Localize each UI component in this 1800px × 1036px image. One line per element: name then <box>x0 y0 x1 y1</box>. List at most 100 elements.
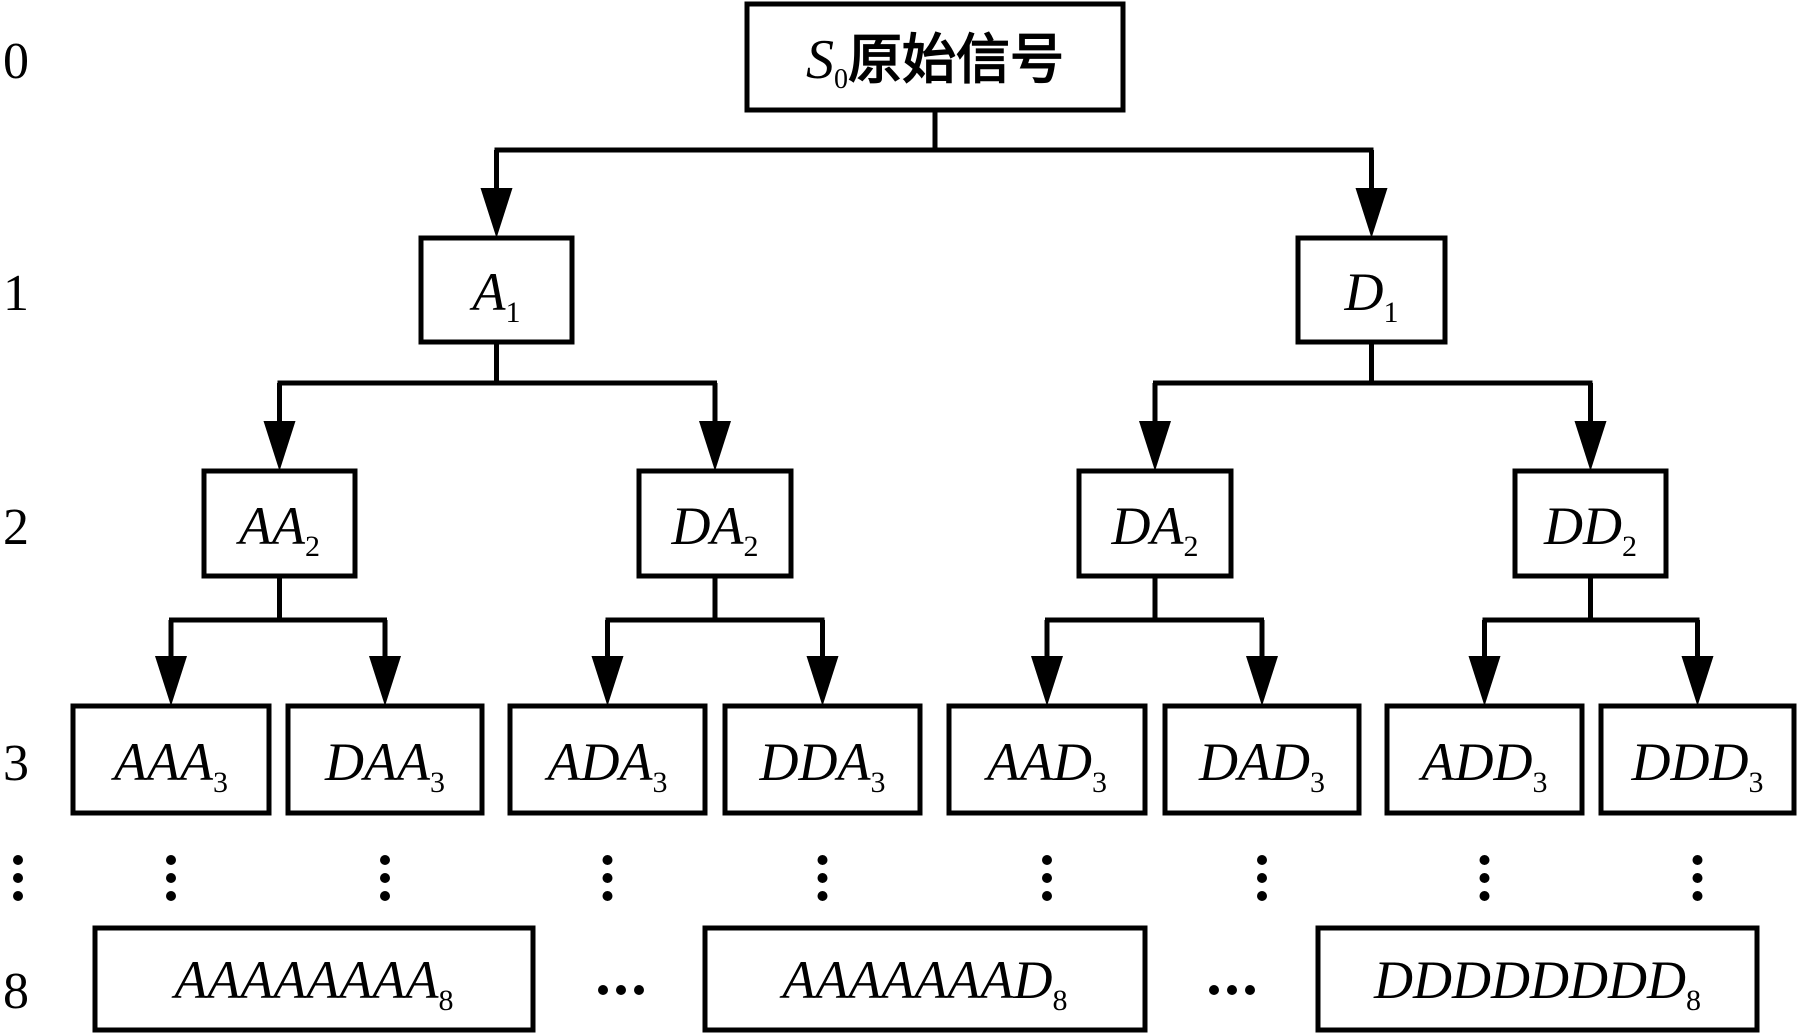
level1-node-label-subscript: 1 <box>1384 296 1399 329</box>
arrowhead-icon <box>1681 656 1714 706</box>
level8-node <box>1315 925 1760 1033</box>
horizontal-ellipsis-dot <box>1245 985 1255 995</box>
arrowhead-icon <box>480 188 513 238</box>
level3-node <box>946 703 1148 816</box>
level3-node <box>1384 703 1585 816</box>
level3-node-label-main: AAD <box>984 732 1092 792</box>
level8-node-label-subscript: 8 <box>438 984 453 1017</box>
vertical-ellipsis-dot <box>1479 891 1490 901</box>
root-node-label: S0原始信号 <box>806 27 1064 95</box>
level8-node <box>702 925 1148 1033</box>
vertical-ellipsis-dot <box>380 873 390 883</box>
level2-node-label-main: DA <box>1111 496 1185 556</box>
level-label: 8 <box>3 963 29 1020</box>
vertical-ellipsis-dot <box>1042 891 1052 901</box>
vertical-ellipsis-dot <box>602 855 613 865</box>
level3-node-label-main: DDA <box>759 732 872 792</box>
level3-node-label-subscript: 3 <box>1749 766 1764 799</box>
level1-node-label: D1 <box>1344 262 1399 329</box>
horizontal-ellipsis-dot <box>598 985 608 995</box>
level2-node-label: DA2 <box>671 496 759 563</box>
arrowhead-icon <box>1574 421 1607 471</box>
level3-node-label-main: DAD <box>1198 732 1310 792</box>
vertical-ellipsis-dot <box>13 855 23 865</box>
level2-node-label-subscript: 2 <box>1622 530 1637 563</box>
level3-node <box>1162 703 1362 816</box>
root-node-original-signal <box>744 1 1126 113</box>
level3-node-label-subscript: 3 <box>213 766 228 799</box>
level2-node <box>636 468 794 579</box>
arrowhead-icon <box>1468 656 1501 706</box>
level2-node-label: AA2 <box>236 496 320 563</box>
level2-node-label: DD2 <box>1543 496 1637 563</box>
arrowhead-icon <box>1355 188 1388 238</box>
level3-node-label: DDD3 <box>1631 732 1764 799</box>
connector-lines <box>155 110 1714 706</box>
level2-node-label-main: DD <box>1543 496 1622 556</box>
level2-node-label-main: DA <box>671 496 745 556</box>
root-suffix: 原始信号 <box>848 27 1064 91</box>
level3-node <box>1598 703 1797 816</box>
level3-node <box>285 703 485 816</box>
level3-node-label-main: ADD <box>1419 732 1533 792</box>
root-subscript: 0 <box>834 64 848 95</box>
vertical-ellipsis-dot <box>817 891 828 901</box>
vertical-ellipsis-dot <box>166 873 176 883</box>
vertical-ellipsis-dot <box>1479 855 1490 865</box>
level1-node-label-main: A <box>470 262 507 322</box>
horizontal-ellipsis-dot <box>1209 985 1219 995</box>
level8-node-label-main: AAAAAAAA <box>172 950 440 1010</box>
horizontal-ellipsis-dot <box>616 985 626 995</box>
level3-node-label-subscript: 3 <box>652 766 667 799</box>
vertical-ellipsis-dot <box>602 873 613 883</box>
vertical-ellipsis-dot <box>817 855 828 865</box>
level2-node-label-subscript: 2 <box>305 530 320 563</box>
level1-node-label-main: D <box>1344 262 1384 322</box>
arrowhead-icon <box>1031 656 1063 706</box>
vertical-ellipsis-dot <box>1042 873 1052 883</box>
vertical-ellipsis-dot <box>1692 855 1703 865</box>
level3-node <box>507 703 708 816</box>
arrowhead-icon <box>806 656 839 706</box>
level3-node-label: AAA3 <box>111 732 228 799</box>
level2-node-label-main: AA <box>236 496 306 556</box>
vertical-ellipsis-dot <box>380 891 390 901</box>
vertical-ellipsis-dot <box>1257 873 1267 883</box>
level3-node-label-subscript: 3 <box>870 766 885 799</box>
continuation-dots <box>13 855 1703 995</box>
level1-node-label-subscript: 1 <box>506 296 521 329</box>
level8-node-label: AAAAAAAA8 <box>172 950 454 1017</box>
level3-node-label-subscript: 3 <box>1092 766 1107 799</box>
level2-node-label-subscript: 2 <box>1183 530 1198 563</box>
arrowhead-icon <box>1139 421 1171 471</box>
vertical-ellipsis-dot <box>817 873 828 883</box>
level1-node-label: A1 <box>470 262 521 329</box>
arrowhead-icon <box>155 656 187 706</box>
level3-node-label-main: DAA <box>324 732 431 792</box>
vertical-ellipsis-dot <box>1692 873 1703 883</box>
level3-node-label: DAD3 <box>1198 732 1325 799</box>
level8-node-label-main: DDDDDDDD <box>1373 950 1686 1010</box>
vertical-ellipsis-dot <box>380 855 390 865</box>
level1-node <box>418 235 575 345</box>
root-symbol: S <box>806 29 834 91</box>
level3-node-label-main: ADA <box>545 732 654 792</box>
level8-node-label-main: AAAAAAAD <box>780 950 1053 1010</box>
level3-node-label: AAD3 <box>984 732 1107 799</box>
arrowhead-icon <box>699 421 731 471</box>
level-label: 0 <box>3 33 29 90</box>
level2-node-label: DA2 <box>1111 496 1199 563</box>
level2-node-label-subscript: 2 <box>743 530 758 563</box>
level3-node-label-subscript: 3 <box>430 766 445 799</box>
level2-node <box>201 468 358 579</box>
arrowhead-icon <box>591 656 624 706</box>
level3-node-label: ADA3 <box>545 732 668 799</box>
level3-node-label-main: AAA <box>111 732 214 792</box>
level8-node-label-subscript: 8 <box>1686 984 1701 1017</box>
vertical-ellipsis-dot <box>166 855 176 865</box>
level2-node <box>1512 468 1669 579</box>
level-label: 1 <box>3 265 29 322</box>
